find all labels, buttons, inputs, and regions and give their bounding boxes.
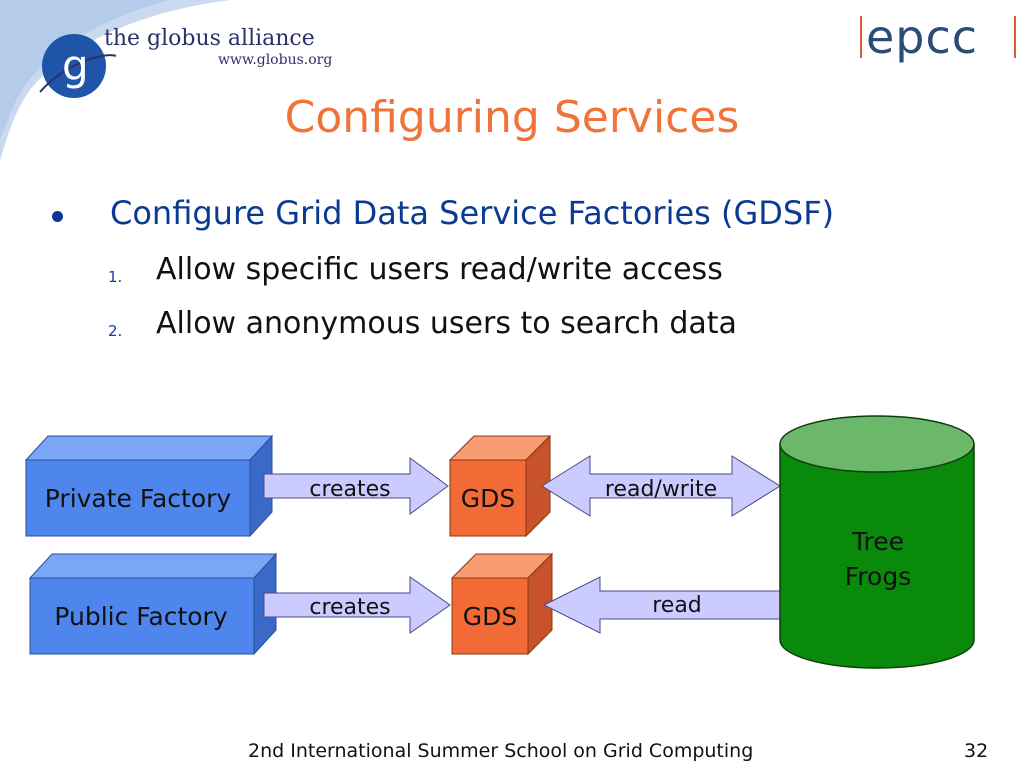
creates-arrow-bottom: creates [263, 576, 451, 634]
creates-label-top: creates [309, 477, 390, 502]
public-factory-top [28, 553, 278, 579]
database-body [779, 443, 975, 669]
item-number-1: 1. [108, 268, 123, 286]
gds-box-bottom: GDS [450, 552, 554, 656]
database-top [779, 415, 975, 473]
private-factory-box: Private Factory [24, 434, 274, 538]
tree-frogs-database: Tree Frogs [779, 415, 975, 669]
private-factory-top [24, 435, 274, 461]
gds-box-top: GDS [448, 434, 552, 538]
database-label-line1: Tree [851, 527, 904, 556]
item-text-2: Allow anonymous users to search data [156, 306, 737, 341]
globus-url: www.globus.org [218, 52, 333, 68]
gds-top-face [449, 459, 527, 537]
creates-arrow-top: creates [263, 457, 449, 515]
creates-label-bottom: creates [309, 595, 390, 620]
globus-g-icon: g [39, 34, 117, 98]
read-arrow: read [542, 576, 783, 634]
epcc-bar-right [1014, 16, 1016, 58]
read-label: read [652, 593, 702, 618]
gds-label-top: GDS [461, 484, 516, 513]
private-factory-label: Private Factory [45, 484, 232, 513]
footer-text: 2nd International Summer School on Grid … [248, 740, 754, 762]
bullet-text: Configure Grid Data Service Factories (G… [110, 194, 835, 232]
gds-label-bottom: GDS [463, 602, 518, 631]
item-number-2: 2. [108, 322, 123, 340]
item-text-1: Allow specific users read/write access [156, 252, 723, 287]
database-label-line2: Frogs [845, 562, 911, 591]
bullet-dot [52, 211, 63, 222]
globus-logo-text: the globus alliance [104, 26, 315, 51]
page-number: 32 [964, 740, 989, 762]
read-write-label: read/write [605, 477, 717, 502]
public-factory-label: Public Factory [54, 602, 227, 631]
slide-title: Configuring Services [284, 92, 740, 143]
svg-text:g: g [62, 41, 89, 90]
read-write-arrow: read/write [541, 455, 781, 517]
public-factory-face [29, 577, 255, 655]
public-factory-box: Public Factory [28, 552, 278, 656]
gds-bottom-face [451, 577, 529, 655]
epcc-bar-left [860, 16, 862, 58]
epcc-logo: epcc [866, 10, 979, 64]
globus-logo: g [36, 22, 117, 102]
private-factory-face [25, 459, 251, 537]
